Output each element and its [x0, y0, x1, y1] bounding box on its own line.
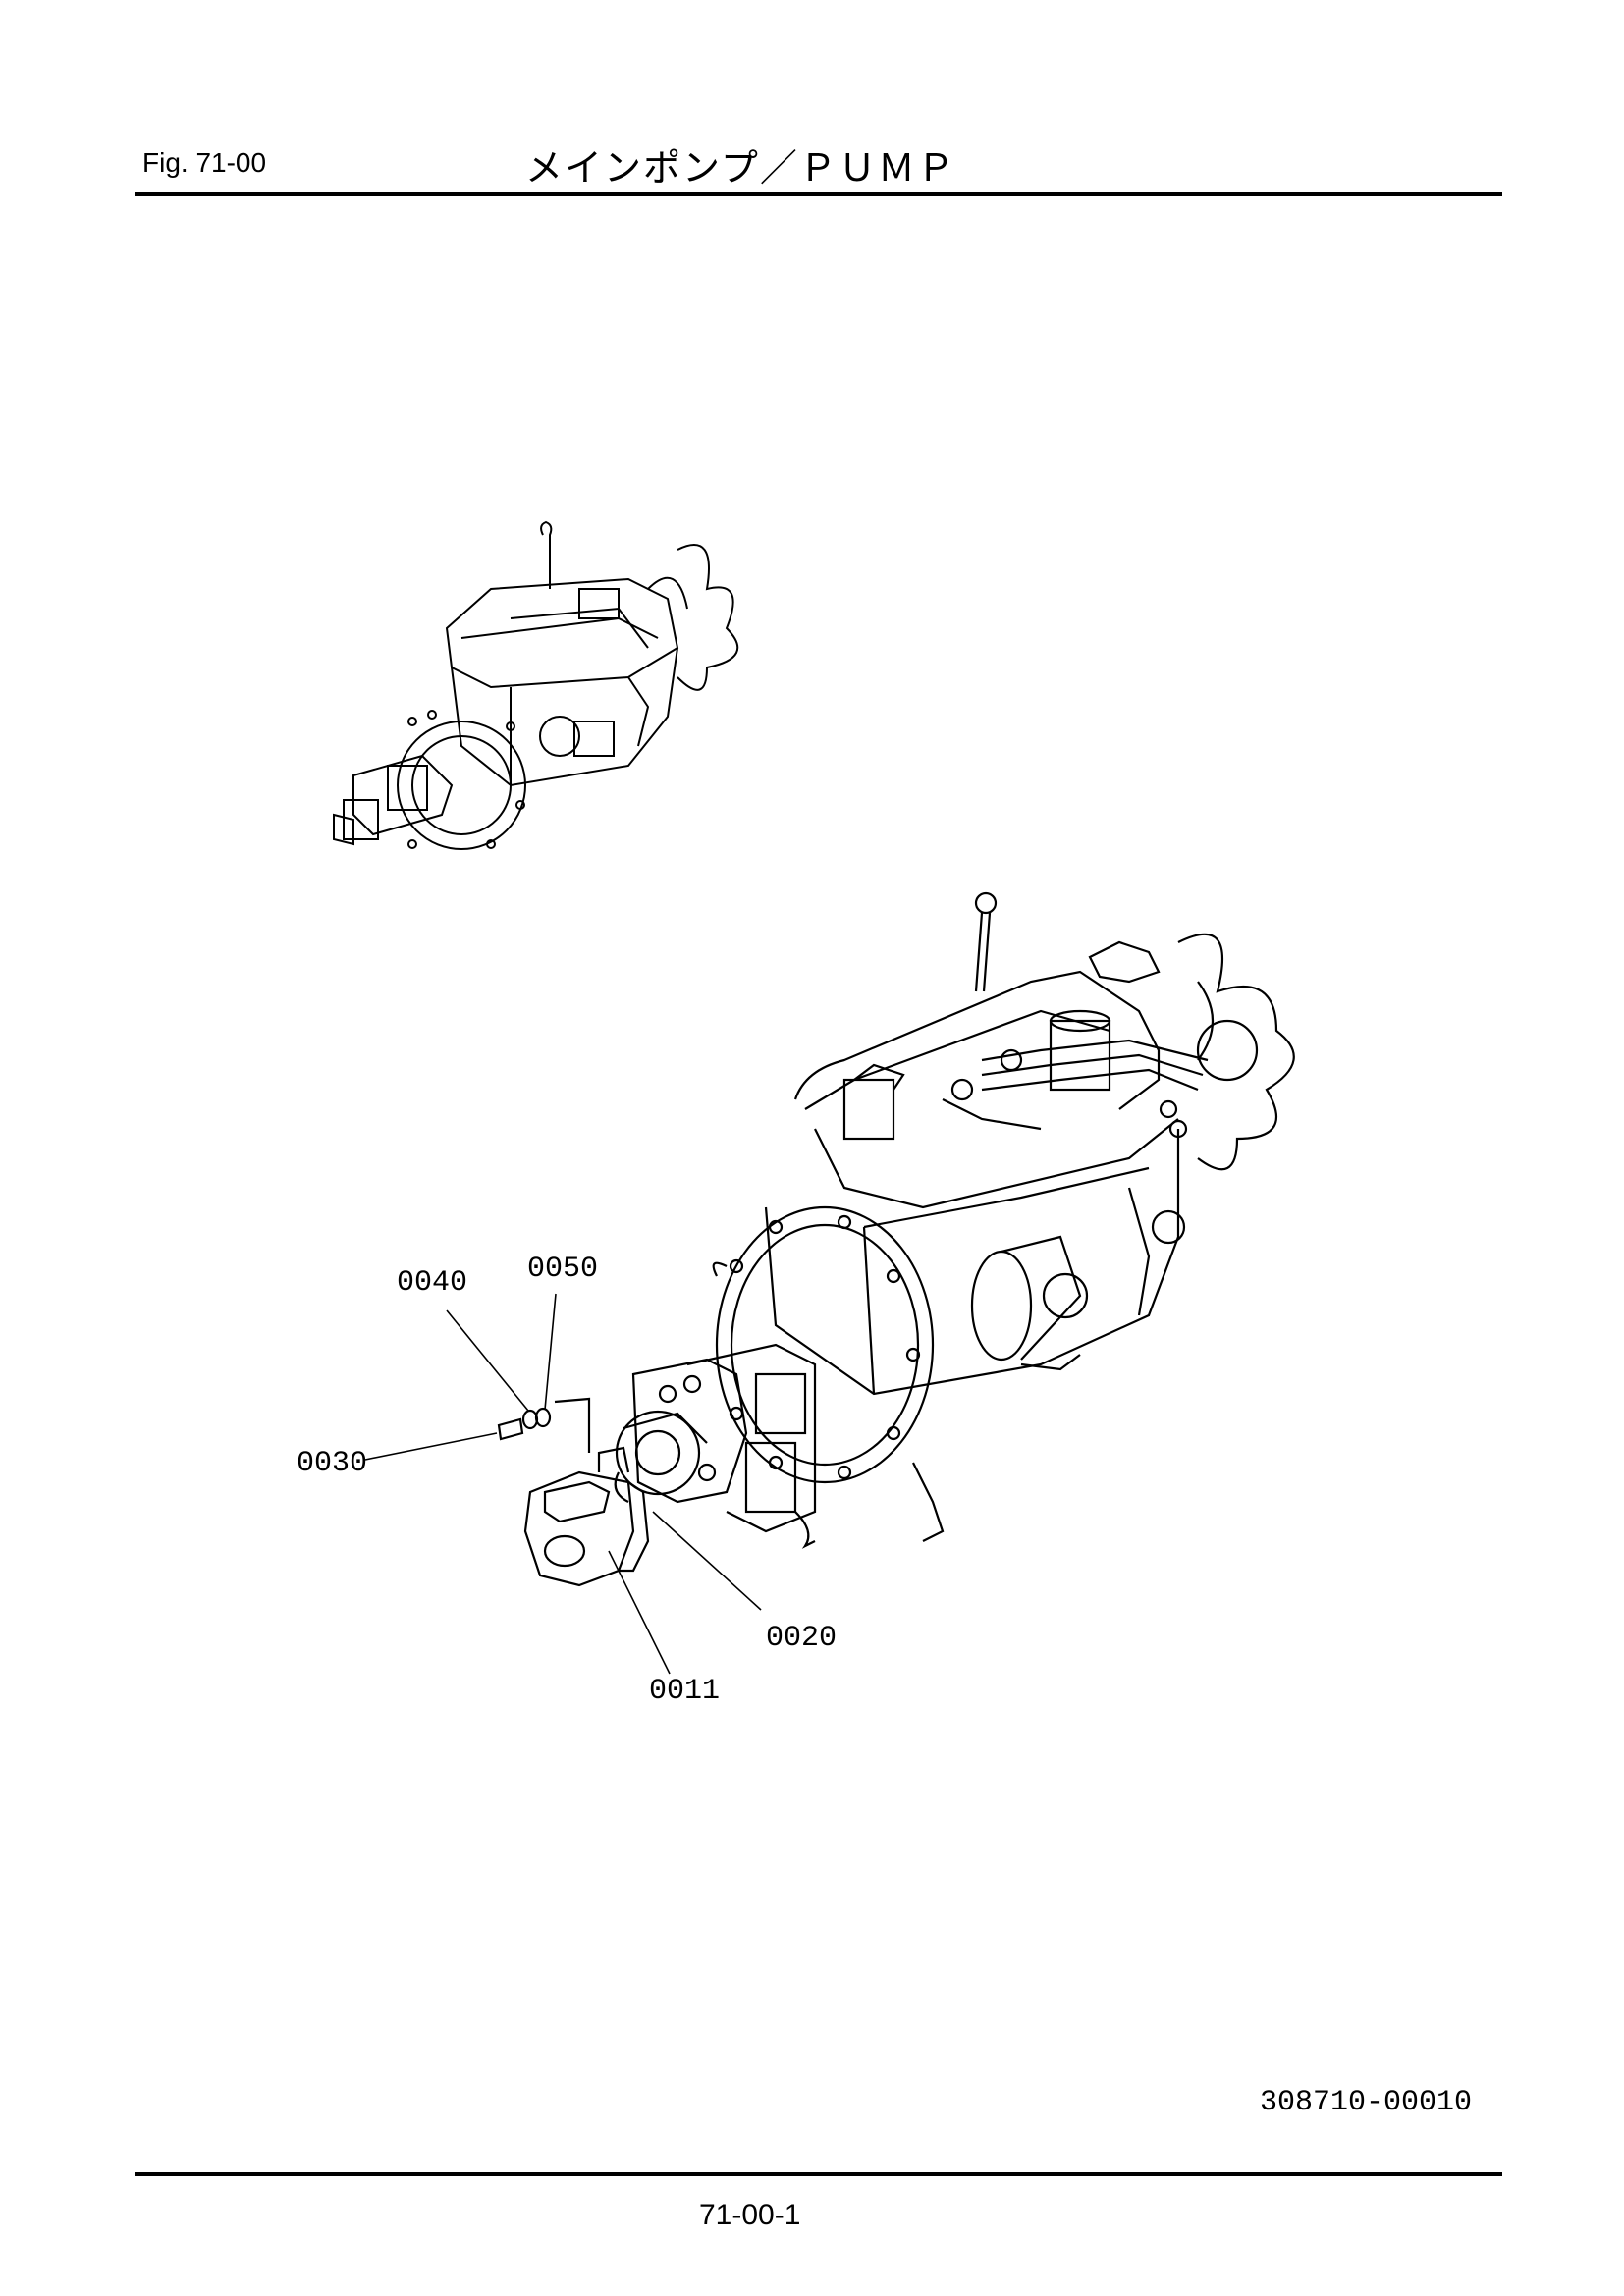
document-number: 308710-00010	[1260, 2086, 1473, 2119]
callout-leaders	[364, 1293, 762, 1675]
callout-0030: 0030	[297, 1447, 367, 1480]
page-number: 71-00-1	[699, 2199, 801, 2231]
footer-divider	[135, 2172, 1502, 2176]
callout-0040: 0040	[397, 1266, 467, 1300]
figure-label: Fig. 71-00	[142, 147, 267, 178]
callout-0020: 0020	[766, 1622, 837, 1655]
callout-0050: 0050	[527, 1253, 598, 1286]
callout-0011: 0011	[649, 1675, 720, 1708]
overview-engine-illustration	[333, 520, 739, 850]
callout-labels: 0040 0050 0030 0020 0011	[297, 1253, 837, 1708]
header-divider	[135, 192, 1502, 196]
page-title: メインポンプ／ＰＵＭＰ	[525, 146, 956, 189]
main-engine-illustration	[614, 891, 1295, 1549]
